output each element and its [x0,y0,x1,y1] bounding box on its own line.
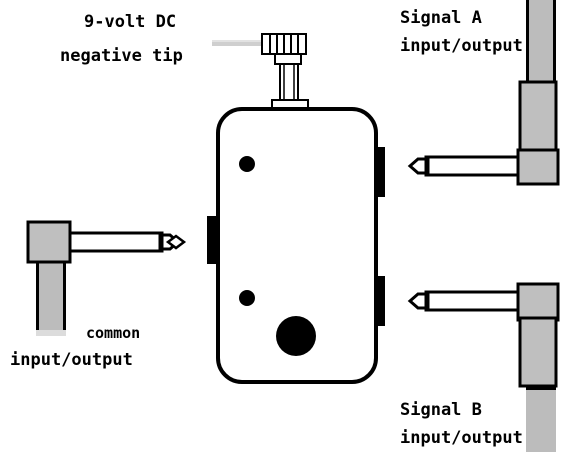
common-jack-tab [207,216,218,264]
signal-b-plug-icon [407,282,560,452]
signal-a-label-line2: input/output [400,36,523,56]
signal-a-label-line1: Signal A [400,8,482,28]
power-connector-icon [261,33,309,110]
common-plug-icon [26,220,187,336]
power-label-line2: negative tip [60,46,183,66]
signal-b-label-line2: input/output [400,428,523,448]
signal-b-jack-tab [376,276,385,326]
common-label-line2: input/output [10,350,133,370]
switch-box [207,107,385,384]
common-label-line1: common [86,324,141,342]
signal-b-label-line1: Signal B [400,400,482,420]
signal-a-jack-tab [376,147,385,197]
led-a-icon [239,156,255,172]
footswitch-icon [276,316,316,356]
power-label-line1: 9-volt DC [84,12,177,32]
signal-a-plug-icon [407,0,560,186]
led-b-icon [239,290,255,306]
power-cable [212,40,266,46]
